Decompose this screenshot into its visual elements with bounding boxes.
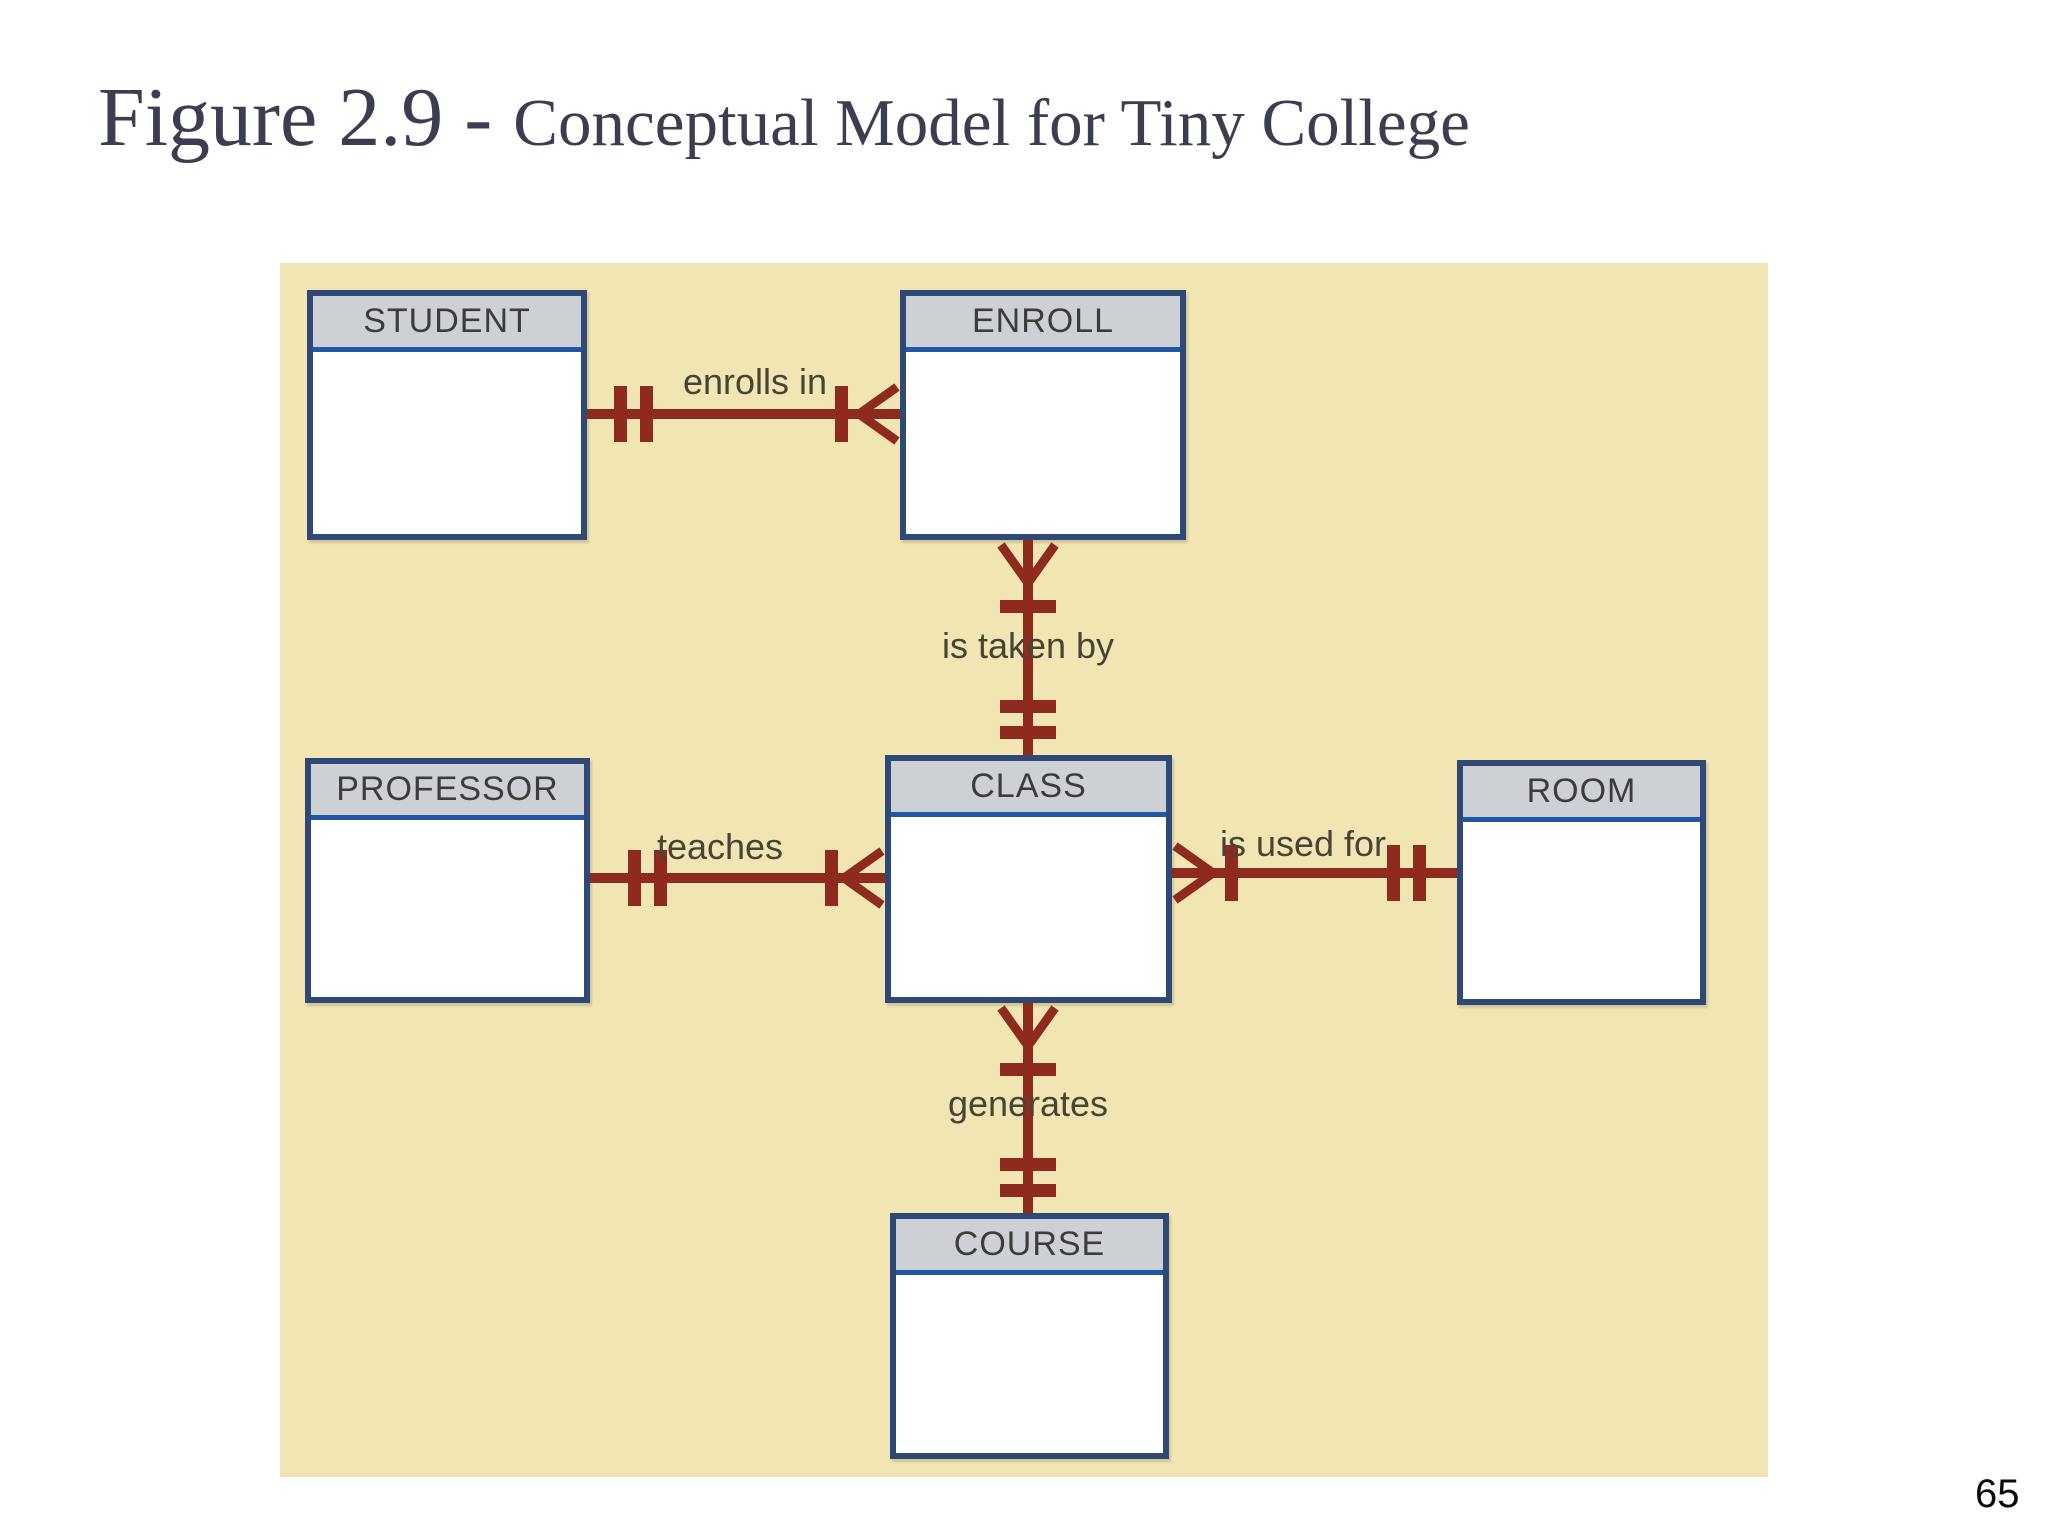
- figure-number-label: Figure 2.9 -: [98, 71, 514, 164]
- relationship-line: [590, 873, 885, 883]
- relationship-label: enrolls in: [682, 361, 828, 402]
- crow-foot-icon: [995, 1005, 1061, 1049]
- crow-foot-icon: [841, 845, 885, 911]
- relationship-line: [1023, 540, 1033, 755]
- cardinality-bar: [1225, 845, 1238, 901]
- cardinality-bar: [1000, 1184, 1056, 1197]
- cardinality-bar: [825, 850, 838, 906]
- cardinality-bar: [1387, 845, 1400, 901]
- page-title: Figure 2.9 - Conceptual Model for Tiny C…: [98, 70, 1470, 167]
- crow-foot-icon: [856, 381, 900, 447]
- entity-box-room: ROOM: [1457, 760, 1706, 1005]
- entity-title: COURSE: [953, 1225, 1106, 1263]
- entity-title: ENROLL: [971, 302, 1115, 340]
- entity-header: COURSE: [896, 1219, 1163, 1275]
- cardinality-bar: [1000, 600, 1056, 613]
- cardinality-bar: [1000, 1158, 1056, 1171]
- cardinality-bar: [628, 850, 641, 906]
- crow-foot-icon: [1172, 840, 1216, 906]
- entity-box-enroll: ENROLL: [900, 290, 1186, 540]
- entity-box-course: COURSE: [890, 1213, 1169, 1459]
- entity-header: CLASS: [891, 761, 1166, 817]
- entity-box-class: CLASS: [885, 755, 1172, 1003]
- entity-header: ROOM: [1463, 766, 1700, 822]
- entity-header: STUDENT: [313, 296, 581, 352]
- relationship-label: is used for: [1219, 823, 1387, 864]
- relationship-label: teaches: [656, 826, 784, 867]
- cardinality-bar: [654, 850, 667, 906]
- relationship-line: [587, 409, 900, 419]
- cardinality-bar: [835, 386, 848, 442]
- relationship-line: [1023, 1003, 1033, 1213]
- diagram-panel: STUDENT ENROLL PROFESSOR CLASS ROOM COUR…: [280, 263, 1768, 1477]
- entity-title: CLASS: [970, 767, 1087, 805]
- entity-box-professor: PROFESSOR: [305, 758, 590, 1003]
- crow-foot-icon: [995, 542, 1061, 586]
- figure-subtitle-label: Conceptual Model for Tiny College: [513, 86, 1470, 160]
- cardinality-bar: [1000, 700, 1056, 713]
- relationship-label: generates: [947, 1083, 1109, 1124]
- relationship-label: is taken by: [941, 625, 1115, 666]
- cardinality-bar: [640, 386, 653, 442]
- cardinality-bar: [1000, 1063, 1056, 1076]
- entity-title: STUDENT: [363, 302, 531, 340]
- entity-title: ROOM: [1526, 772, 1637, 810]
- cardinality-bar: [1000, 726, 1056, 739]
- cardinality-bar: [614, 386, 627, 442]
- entity-header: ENROLL: [906, 296, 1180, 352]
- entity-header: PROFESSOR: [311, 764, 584, 820]
- entity-title: PROFESSOR: [336, 770, 559, 808]
- page-number: 65: [1975, 1472, 2020, 1516]
- relationship-line: [1172, 868, 1457, 878]
- entity-box-student: STUDENT: [307, 290, 587, 540]
- cardinality-bar: [1413, 845, 1426, 901]
